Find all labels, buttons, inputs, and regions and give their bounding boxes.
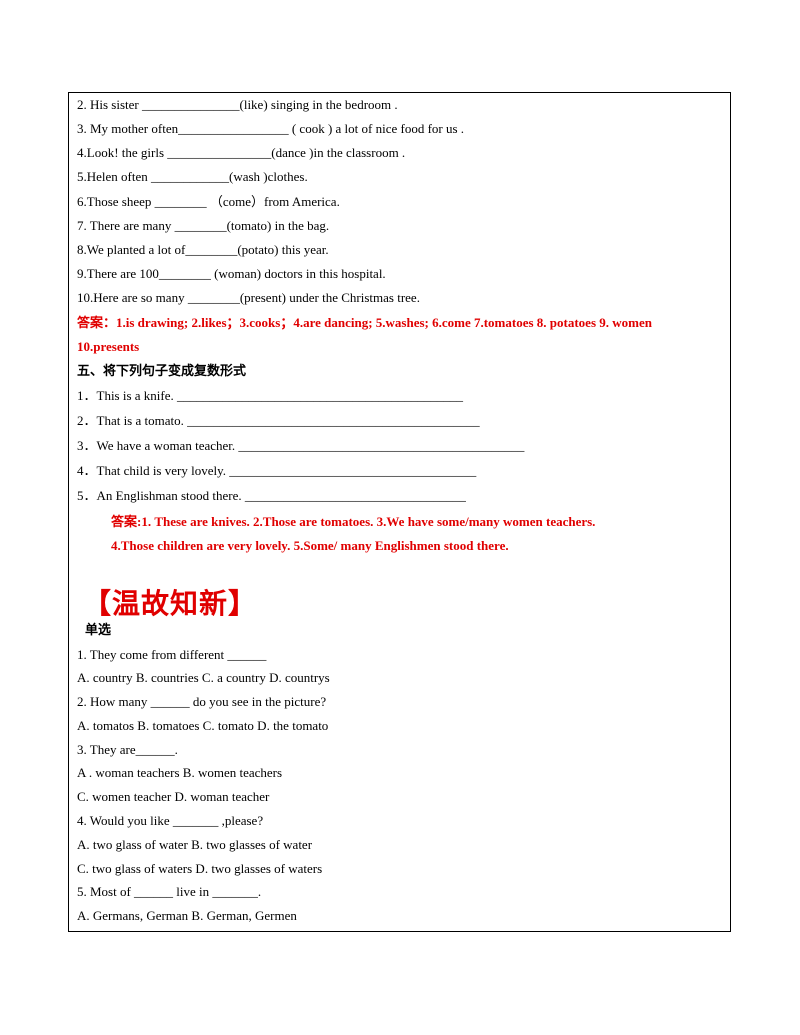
- mc-question-4: 4. Would you like _______ ,please?: [77, 813, 264, 828]
- plural-item-4: 4．That child is very lovely. ___________…: [77, 463, 477, 478]
- plural-item-3: 3．We have a woman teacher. _____________…: [77, 438, 525, 453]
- plural-answer-line-2: 4.Those children are very lovely. 5.Some…: [111, 538, 509, 553]
- fill-in-item-10: 10.Here are so many ________(present) un…: [77, 290, 420, 305]
- fill-in-item-3: 3. My mother often_________________ ( co…: [77, 121, 465, 136]
- review-subheading: 单选: [85, 623, 112, 638]
- plural-answer-line-1: 答案:1. These are knives. 2.Those are toma…: [111, 514, 596, 529]
- mc-options-4a: A. two glass of water B. two glasses of …: [77, 837, 313, 852]
- document-frame: 2. His sister _______________(like) sing…: [68, 92, 731, 932]
- mc-options-3a: A . woman teachers B. women teachers: [77, 765, 283, 780]
- mc-question-3: 3. They are______.: [77, 742, 178, 757]
- fill-in-item-9: 9.There are 100________ (woman) doctors …: [77, 266, 386, 281]
- mc-options-3b: C. women teacher D. woman teacher: [77, 789, 270, 804]
- fill-in-item-5: 5.Helen often ____________(wash )clothes…: [77, 169, 308, 184]
- fill-in-item-4: 4.Look! the girls ________________(dance…: [77, 145, 406, 160]
- mc-question-1: 1. They come from different ______: [77, 647, 267, 662]
- mc-options-1: A. country B. countries C. a country D. …: [77, 670, 330, 685]
- mc-options-5: A. Germans, German B. German, Germen: [77, 908, 297, 923]
- answer-key-line-1: 答案：1.is drawing; 2.likes；3.cooks；4.are d…: [77, 315, 652, 330]
- fill-in-item-8: 8.We planted a lot of________(potato) th…: [77, 242, 329, 257]
- fill-in-item-2: 2. His sister _______________(like) sing…: [77, 97, 398, 112]
- mc-options-2: A. tomatos B. tomatoes C. tomato D. the …: [77, 718, 329, 733]
- mc-question-2: 2. How many ______ do you see in the pic…: [77, 694, 327, 709]
- answer-key-line-2: 10.presents: [77, 339, 140, 354]
- mc-options-4b: C. two glass of waters D. two glasses of…: [77, 861, 323, 876]
- plural-item-5: 5．An Englishman stood there. ___________…: [77, 488, 466, 503]
- fill-in-item-7: 7. There are many ________(tomato) in th…: [77, 218, 330, 233]
- review-heading: 【温故知新】: [83, 587, 258, 620]
- plural-item-2: 2．That is a tomato. ____________________…: [77, 413, 480, 428]
- fill-in-item-6: 6.Those sheep ________ （come）from Americ…: [77, 194, 340, 209]
- mc-question-5: 5. Most of ______ live in _______.: [77, 884, 262, 899]
- section-5-title: 五、将下列句子变成复数形式: [77, 364, 247, 379]
- plural-item-1: 1．This is a knife. _____________________…: [77, 388, 464, 403]
